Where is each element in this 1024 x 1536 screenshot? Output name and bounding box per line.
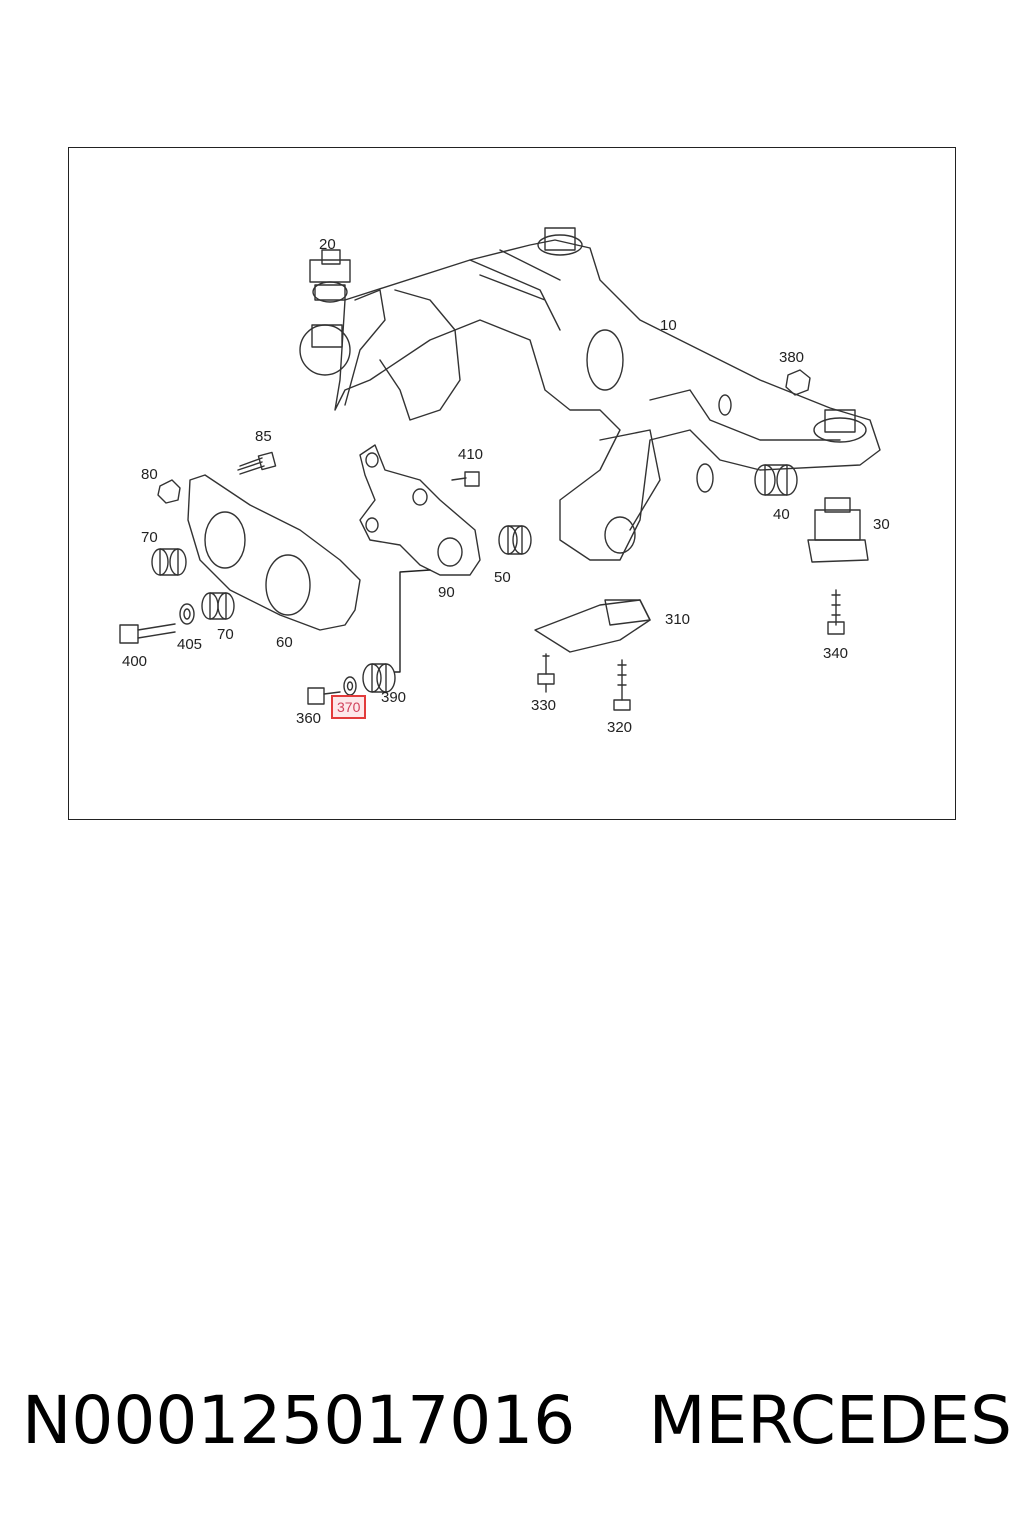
screw-330 — [537, 653, 555, 693]
nut-380 — [785, 369, 811, 396]
bolt-360 — [307, 687, 341, 705]
bolt-410 — [451, 471, 480, 487]
label-380[interactable]: 380 — [779, 349, 805, 366]
bushing-70-upper — [151, 548, 187, 576]
label-370-highlighted[interactable]: 370 — [331, 695, 367, 719]
part-number: N000125017016 — [22, 1381, 576, 1459]
screw-320 — [613, 659, 631, 711]
label-320[interactable]: 320 — [607, 719, 633, 736]
label-310[interactable]: 310 — [665, 611, 691, 628]
bushing-70-lower — [201, 592, 235, 620]
washer-370 — [343, 676, 357, 696]
bushing-50 — [498, 525, 532, 555]
mount-20 — [309, 249, 351, 303]
label-400[interactable]: 400 — [122, 653, 148, 670]
label-10[interactable]: 10 — [660, 317, 677, 334]
carrier-60 — [187, 474, 361, 631]
subframe-10 — [299, 227, 881, 561]
label-85[interactable]: 85 — [255, 428, 272, 445]
label-330[interactable]: 330 — [531, 697, 557, 714]
label-20[interactable]: 20 — [319, 236, 336, 253]
label-30[interactable]: 30 — [873, 516, 890, 533]
diagram-frame — [68, 147, 956, 820]
bracket-310 — [534, 599, 651, 653]
nut-80 — [157, 479, 181, 504]
label-50[interactable]: 50 — [494, 569, 511, 586]
label-40[interactable]: 40 — [773, 506, 790, 523]
caption: N000125017016 MERCEDES — [22, 1380, 1012, 1460]
bushing-390 — [362, 663, 396, 693]
label-405[interactable]: 405 — [177, 636, 203, 653]
label-410[interactable]: 410 — [458, 446, 484, 463]
bolt-400 — [119, 623, 176, 644]
leader-390-90 — [394, 569, 431, 673]
bushing-40 — [754, 464, 798, 496]
screw-340 — [827, 589, 845, 635]
brand-name: MERCEDES — [648, 1381, 1012, 1459]
label-80[interactable]: 80 — [141, 466, 158, 483]
label-360[interactable]: 360 — [296, 710, 322, 727]
bracket-90 — [359, 444, 481, 576]
label-70-lower[interactable]: 70 — [217, 626, 234, 643]
label-390[interactable]: 390 — [381, 689, 407, 706]
washer-405 — [179, 603, 195, 625]
label-70-upper[interactable]: 70 — [141, 529, 158, 546]
label-60[interactable]: 60 — [276, 634, 293, 651]
bolt-85 — [237, 451, 277, 475]
mount-30 — [807, 497, 869, 563]
label-90[interactable]: 90 — [438, 584, 455, 601]
label-340[interactable]: 340 — [823, 645, 849, 662]
